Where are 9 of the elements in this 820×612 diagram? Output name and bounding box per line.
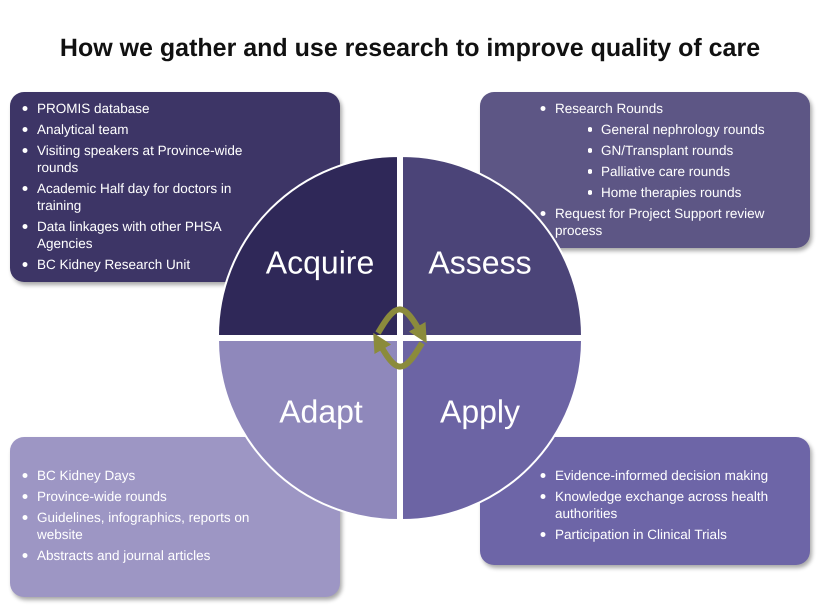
- quadrant-label: Assess: [428, 244, 532, 282]
- cycle-arrow: [373, 332, 425, 370]
- info-panel: [480, 437, 810, 565]
- info-panel: [10, 437, 340, 597]
- quadrant-label: Acquire: [266, 244, 374, 282]
- quadrant-label: Adapt: [279, 394, 363, 430]
- cycle-arrow: [375, 306, 427, 344]
- diagram-title: How we gather and use research to improve quality of care: [58, 34, 762, 63]
- quadrant-label: Apply: [440, 394, 520, 430]
